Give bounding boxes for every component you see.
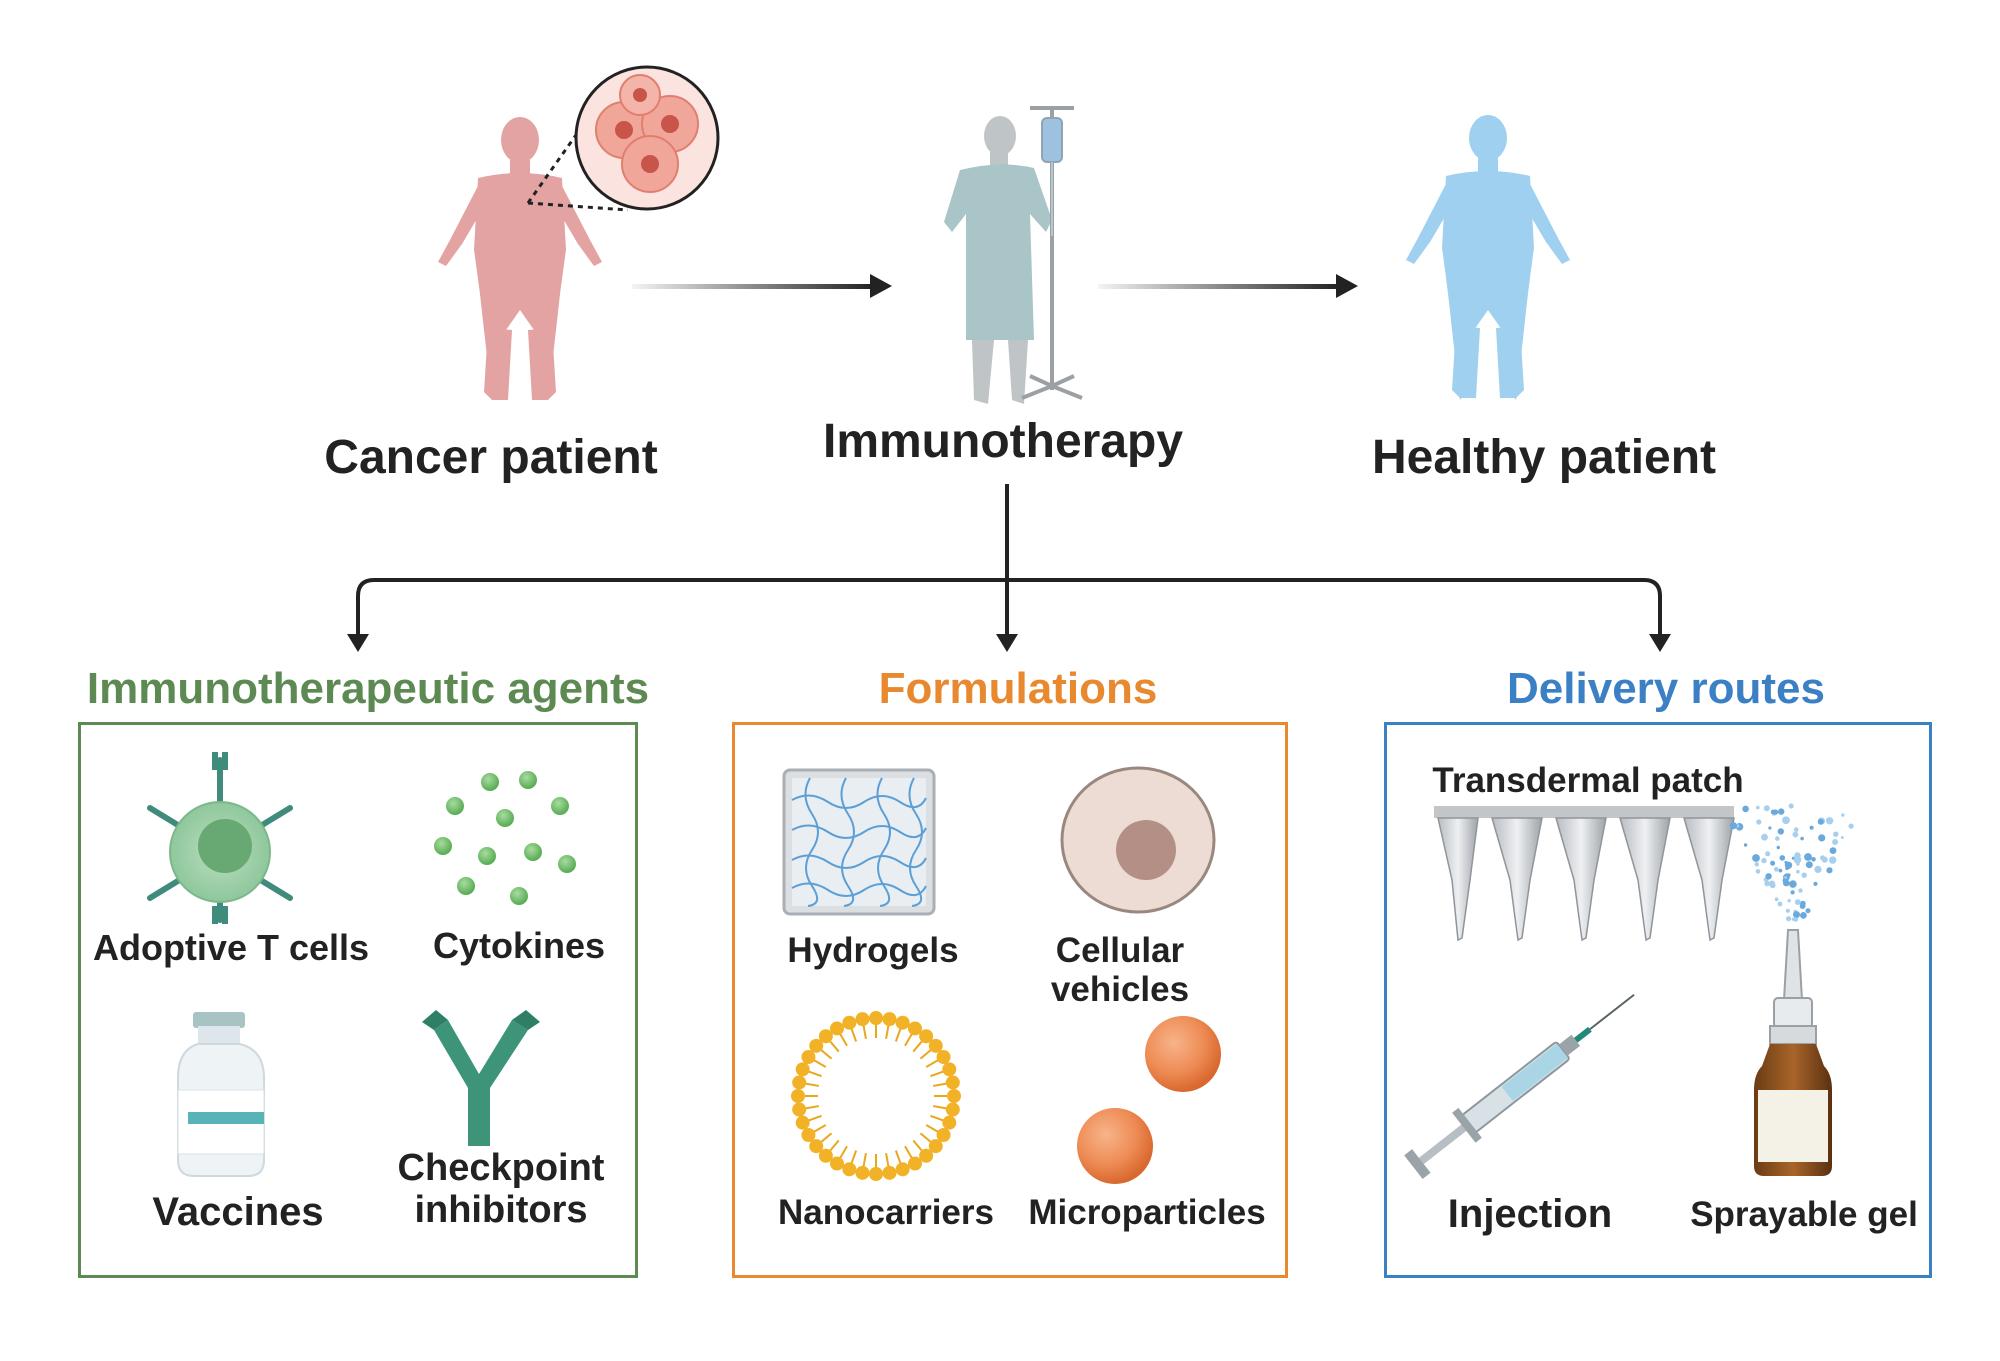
liposome-icon — [791, 1011, 961, 1181]
cancer-patient-figure-icon — [438, 117, 602, 400]
antibody-icon — [422, 1010, 540, 1146]
label-cytokines: Cytokines — [432, 925, 606, 966]
vaccine-vial-icon — [177, 1012, 265, 1177]
spray-mist-icon — [1729, 803, 1854, 922]
stage-label-cancer-patient: Cancer patient — [324, 431, 658, 484]
t-cell-icon — [147, 752, 293, 924]
flow-arrow-1 — [632, 274, 892, 298]
tumor-zoom-icon — [526, 65, 720, 212]
label-checkpoint-inhibitors: Checkpoint inhibitors — [397, 1147, 605, 1231]
heading-formulations: Formulations — [878, 664, 1158, 713]
microneedle-patch-icon — [1434, 806, 1735, 942]
label-hydrogels: Hydrogels — [787, 931, 959, 970]
hydrogel-mesh-icon — [782, 768, 936, 916]
label-injection: Injection — [1447, 1192, 1613, 1236]
branch-arrow-right — [1649, 634, 1671, 652]
flow-arrow-2 — [1098, 274, 1358, 298]
branch-arrow-center — [996, 634, 1018, 652]
label-microparticles: Microparticles — [1028, 1193, 1266, 1232]
label-nanocarriers: Nanocarriers — [778, 1193, 994, 1232]
delivery-panel — [1384, 722, 1932, 1278]
spray-bottle-icon — [1754, 929, 1832, 1176]
heading-delivery: Delivery routes — [1507, 664, 1825, 713]
stage-label-healthy-patient: Healthy patient — [1371, 431, 1717, 484]
formulations-panel — [732, 722, 1288, 1278]
microparticle-icon — [1077, 1016, 1221, 1184]
cytokine-dots-icon — [434, 771, 576, 905]
stage-label-immunotherapy: Immunotherapy — [822, 415, 1184, 468]
label-vaccines: Vaccines — [152, 1190, 324, 1234]
label-adoptive-t-cells: Adoptive T cells — [92, 927, 370, 968]
heading-agents: Immunotherapeutic agents — [86, 664, 650, 713]
branch-arrow-left — [347, 634, 369, 652]
label-cellular-vehicles: Cellular vehicles — [1050, 931, 1190, 1009]
patient-iv-drip-icon — [944, 106, 1083, 404]
cell-icon — [1060, 766, 1216, 914]
syringe-icon — [1404, 993, 1635, 1179]
agents-panel — [78, 722, 638, 1278]
branch-connector — [356, 484, 1662, 640]
label-transdermal-patch: Transdermal patch — [1432, 761, 1744, 800]
label-sprayable-gel: Sprayable gel — [1690, 1195, 1918, 1234]
healthy-patient-figure-icon — [1406, 115, 1570, 400]
